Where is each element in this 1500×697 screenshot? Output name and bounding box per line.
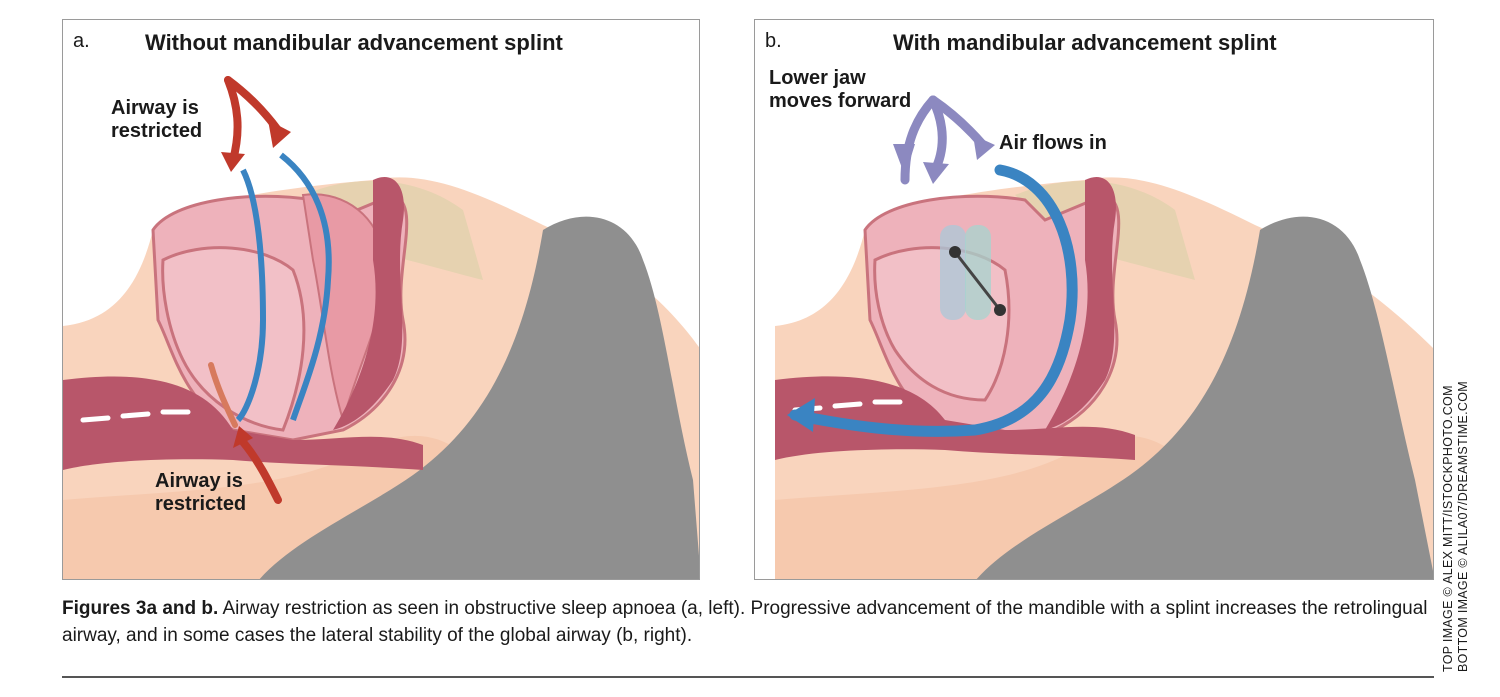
airflow-line-2 xyxy=(279,152,332,421)
splint-lower xyxy=(965,225,991,320)
hair xyxy=(259,216,699,579)
caption-text: Airway restriction as seen in obstructiv… xyxy=(62,598,1428,646)
label-airway-restricted-bottom: Airway is restricted xyxy=(155,470,247,515)
posterior-wall xyxy=(333,176,404,430)
restriction-arrow-bottom-2 xyxy=(208,362,238,428)
airflow-arrow-head xyxy=(787,398,815,432)
posterior-wall xyxy=(1045,176,1116,430)
trachea-rings xyxy=(80,409,191,423)
caption-lead: Figures 3a and b. xyxy=(62,598,219,619)
trachea xyxy=(775,376,1135,460)
splint-pivot-top xyxy=(949,246,961,258)
splint-rod xyxy=(953,251,1002,311)
airflow-line-1 xyxy=(235,168,267,423)
restriction-arrow-top-left xyxy=(224,76,242,164)
anatomy-illustration-a xyxy=(63,76,699,579)
airflow-arrow xyxy=(789,164,1078,437)
bottom-rule xyxy=(62,676,1434,678)
label-air-flows-in: Air flows in xyxy=(999,132,1107,154)
panel-a: a. Without mandibular advancement splint… xyxy=(62,19,700,580)
label-airway-restricted-top: Airway is restricted xyxy=(111,97,203,142)
label-lower-jaw: Lower jaw moves forward xyxy=(769,67,912,112)
panel-b-title: With mandibular advancement splint xyxy=(893,30,1277,55)
anatomy-illustration-b xyxy=(775,95,1433,579)
panel-a-title: Without mandibular advancement splint xyxy=(145,30,563,55)
photo-credits: TOP IMAGE © ALEX MITT/ISTOCKPHOTO.COM BO… xyxy=(1441,381,1471,672)
trachea xyxy=(63,376,423,470)
panel-a-letter: a. xyxy=(73,30,90,52)
figure-caption: Figures 3a and b. Airway restriction as … xyxy=(62,595,1442,649)
panel-b: b. With mandibular advancement splint Lo… xyxy=(754,19,1434,580)
splint-pivot-bottom xyxy=(994,304,1006,316)
splint-upper xyxy=(940,225,966,320)
restriction-arrow-bottom xyxy=(239,438,282,504)
panel-b-letter: b. xyxy=(765,30,782,52)
hair xyxy=(976,216,1433,579)
credit-bottom: BOTTOM IMAGE © ALILA07/DREAMSTIME.COM xyxy=(1456,381,1470,672)
credit-top: TOP IMAGE © ALEX MITT/ISTOCKPHOTO.COM xyxy=(1441,385,1455,672)
